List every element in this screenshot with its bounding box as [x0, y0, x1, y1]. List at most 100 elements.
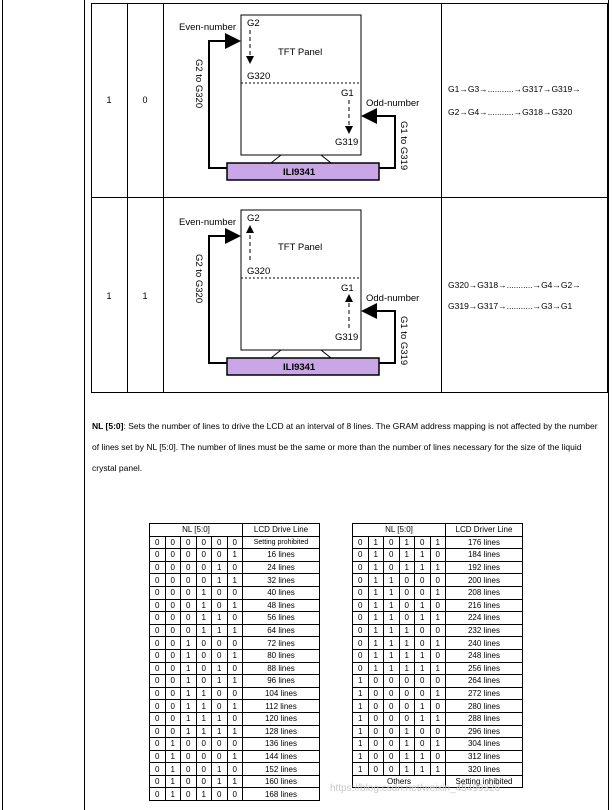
bit-cell: 0 [164, 699, 181, 713]
even-start-gate: G320 [247, 266, 270, 277]
bit-cell: 0 [414, 573, 431, 587]
nl-term: NL [5:0] [92, 421, 124, 431]
bit-cell: 0 [226, 611, 243, 625]
bit-cell: 0 [149, 573, 166, 587]
lines-cell: 312 lines [445, 749, 523, 764]
driver-chip-label: ILI9341 [283, 167, 316, 178]
bit-cell: 0 [367, 699, 384, 713]
left-gate-range: G2 to G320 [193, 254, 204, 303]
bit-cell: 0 [180, 598, 197, 613]
row1-value-1: 1 [106, 95, 112, 105]
lines-cell: 120 lines [242, 711, 320, 726]
bit-cell: 1 [398, 749, 415, 764]
even-number-label: Even-number [179, 217, 236, 228]
bit-cell: 1 [383, 611, 400, 625]
bit-cell: 0 [149, 674, 166, 688]
bit-cell: 0 [164, 686, 181, 701]
odd-start-gate: G319 [335, 332, 358, 343]
inner-left-border [84, 0, 85, 810]
bit-cell: 1 [367, 636, 384, 650]
lines-cell: Setting prohibited [242, 535, 320, 550]
bit-cell: 0 [429, 749, 446, 764]
bit-cell: 1 [180, 648, 197, 663]
bit-cell: 1 [226, 724, 243, 739]
bit-cell: 1 [226, 598, 243, 613]
panel-label: TFT Panel [278, 47, 322, 58]
table-footer-inhibited: Setting inhibited [445, 774, 523, 789]
bit-cell: 1 [383, 648, 400, 663]
bit-cell: 1 [414, 548, 431, 562]
row2-value-2: 1 [142, 291, 148, 301]
bit-cell: 1 [180, 674, 197, 688]
bit-cell: 0 [414, 636, 431, 650]
bit-cell: 0 [180, 585, 197, 600]
lines-cell: 256 lines [445, 661, 523, 676]
bit-cell: 1 [429, 661, 446, 676]
bit-cell: 1 [226, 648, 243, 663]
bit-cell: 0 [429, 699, 446, 713]
watermark: https://blog.csdn.net/weixin_45499326 [330, 783, 501, 794]
bit-cell: 0 [383, 686, 400, 701]
bit-cell: 1 [195, 623, 212, 638]
odd-end-gate: G1 [341, 283, 354, 294]
bit-cell: 1 [383, 636, 400, 650]
bit-cell: 1 [195, 611, 212, 625]
bit-cell: 1 [398, 661, 415, 676]
bit-cell: 0 [367, 724, 384, 739]
row2-sequence-reverse-odd: G319→G317→...........→G3→G1 [448, 301, 573, 311]
lines-cell: 168 lines [242, 787, 320, 802]
bit-cell: 1 [398, 762, 415, 776]
bit-cell: 0 [164, 611, 181, 625]
bit-cell: 0 [226, 711, 243, 726]
bit-cell: 1 [164, 787, 181, 802]
bit-cell: 0 [164, 711, 181, 726]
lines-cell: 24 lines [242, 560, 320, 575]
bit-cell: 1 [226, 623, 243, 638]
driver-chip-label: ILI9341 [283, 362, 316, 373]
bit-cell: 0 [149, 737, 166, 751]
bit-cell: 0 [149, 711, 166, 726]
lines-cell: 304 lines [445, 737, 523, 751]
lines-cell: 56 lines [242, 611, 320, 625]
bit-cell: 1 [180, 711, 197, 726]
bit-cell: 0 [195, 648, 212, 663]
bit-cell: 0 [164, 636, 181, 650]
bit-cell: 0 [352, 661, 369, 676]
odd-number-label: Odd-number [366, 98, 419, 109]
bit-cell: 0 [352, 636, 369, 650]
bit-cell: 0 [149, 560, 166, 575]
bit-cell: 1 [429, 535, 446, 550]
bit-cell: 0 [149, 749, 166, 764]
lines-cell: 208 lines [445, 585, 523, 600]
bit-cell: 1 [352, 749, 369, 764]
bit-cell: 1 [211, 711, 228, 726]
bit-cell: 0 [164, 548, 181, 562]
bit-cell: 0 [180, 737, 197, 751]
bit-cell: 0 [383, 560, 400, 575]
bit-cell: 1 [211, 611, 228, 625]
bit-cell: 0 [164, 674, 181, 688]
row1-scan-diagram: TFT Panel Even-number G2 G320 G1 G319 Od… [179, 14, 419, 181]
bit-cell: 0 [367, 686, 384, 701]
bit-cell: 0 [211, 548, 228, 562]
bit-cell: 0 [414, 737, 431, 751]
bit-cell: 1 [352, 711, 369, 726]
bit-cell: 0 [195, 762, 212, 776]
bit-cell: 0 [164, 573, 181, 587]
left-gate-range: G2 to G320 [193, 59, 204, 108]
lines-cell: 72 lines [242, 636, 320, 650]
bit-cell: 1 [211, 573, 228, 587]
tft-panel [240, 14, 362, 156]
bit-cell: 1 [398, 648, 415, 663]
lines-cell: 88 lines [242, 661, 320, 676]
bit-cell: 0 [195, 535, 212, 550]
bit-cell: 0 [195, 548, 212, 562]
